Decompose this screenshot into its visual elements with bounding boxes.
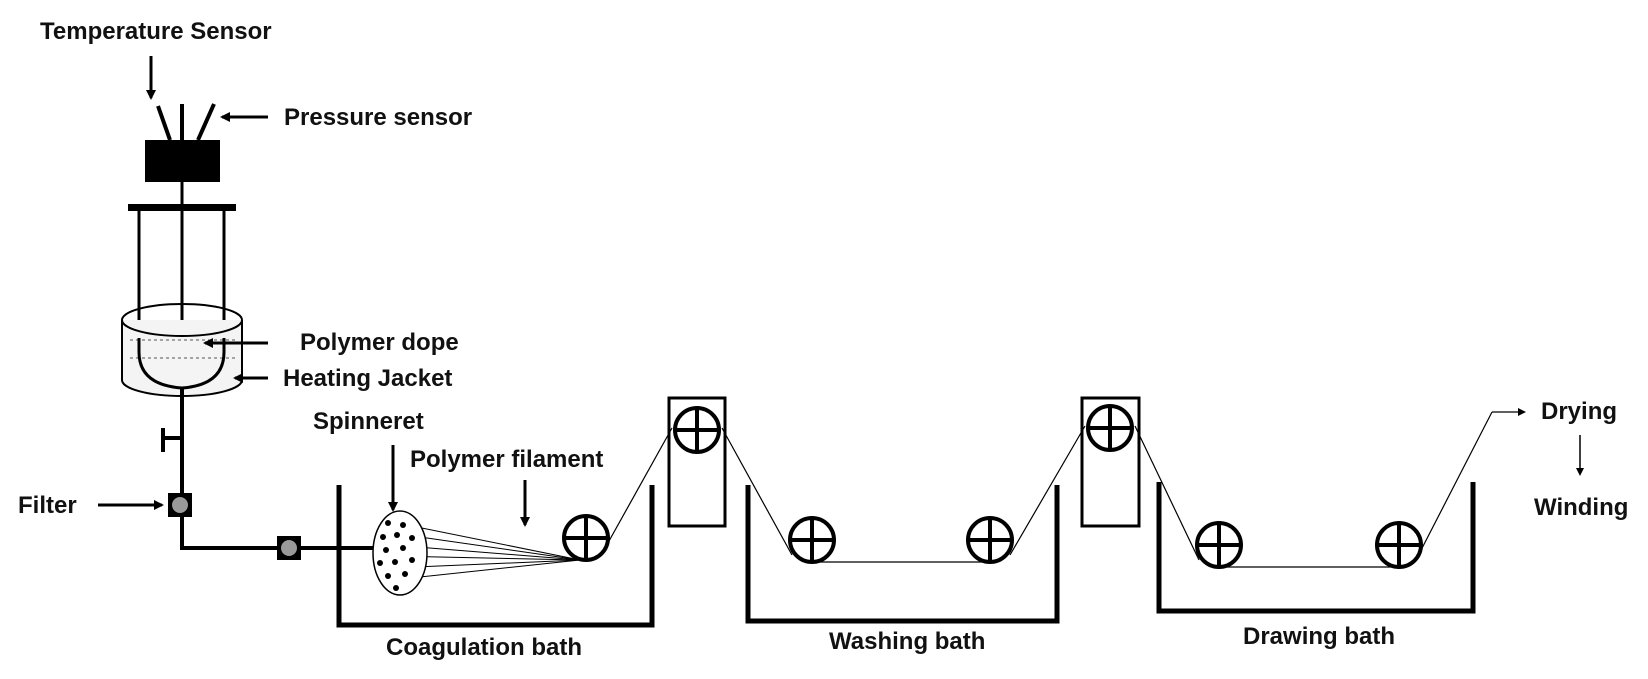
polymer-filament-label: Polymer filament <box>410 446 604 473</box>
filament-path <box>603 411 1493 568</box>
washing-bath-label: Washing bath <box>829 628 986 655</box>
filter-label: Filter <box>18 492 77 519</box>
drawing-bath <box>1156 482 1476 614</box>
roller-drawing-1-icon <box>1195 521 1243 569</box>
polymer-dope-label: Polymer dope <box>300 329 459 356</box>
coagulation-bath <box>336 485 655 628</box>
roller-coagulation-icon <box>562 514 610 562</box>
washing-bath <box>745 485 1060 624</box>
heating-jacket-label: Heating Jacket <box>283 365 453 392</box>
reactor-top-plate <box>128 204 236 211</box>
filter-icon <box>168 493 192 517</box>
drying-label: Drying <box>1541 398 1618 425</box>
valve-icon <box>161 428 182 452</box>
roller-transfer-2-icon <box>1086 404 1134 452</box>
pressure-sensor-label: Pressure sensor <box>284 104 473 131</box>
temperature-sensor-label: Temperature Sensor <box>40 18 272 45</box>
sensor-probes <box>156 103 216 141</box>
winding-label: Winding <box>1534 494 1629 521</box>
transfer-frame-2 <box>1080 396 1141 528</box>
reactor-head <box>145 140 220 182</box>
coagulation-bath-label: Coagulation bath <box>386 634 582 661</box>
roller-washing-2-icon <box>966 516 1014 564</box>
roller-transfer-1-icon <box>673 406 721 454</box>
spinneret-label: Spinneret <box>313 408 424 435</box>
gear-pump-icon <box>277 536 301 560</box>
drawing-bath-label: Drawing bath <box>1243 623 1396 650</box>
transfer-frame-1 <box>667 396 727 528</box>
roller-washing-1-icon <box>788 516 836 564</box>
spinneret-icon <box>372 510 428 596</box>
roller-drawing-2-icon <box>1375 521 1423 569</box>
